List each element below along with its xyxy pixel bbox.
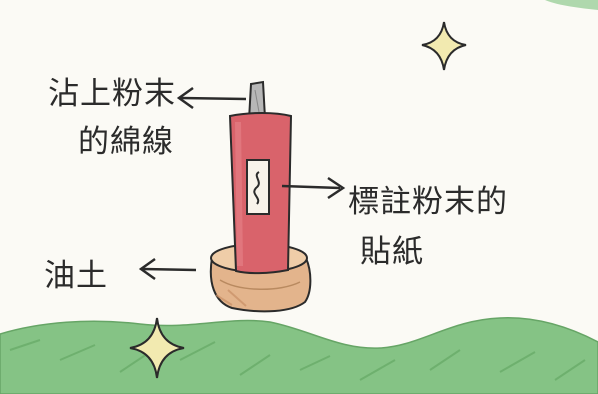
- thread-label-line2: 的綿線: [78, 124, 174, 160]
- thread-label-line1: 沾上粉末: [48, 76, 176, 112]
- clay-label: 油土: [44, 258, 108, 294]
- arrow-left-icon: [138, 257, 197, 281]
- green-hills: [0, 317, 598, 394]
- sticker-label-line1: 標註粉末的: [348, 184, 508, 220]
- arrow-right-icon: [281, 176, 346, 200]
- sparkle-icon: [421, 21, 467, 71]
- sparkle-icon: [129, 317, 185, 379]
- arrow-left-icon: [176, 86, 247, 110]
- hills-texture: [9, 339, 586, 381]
- powder-sticker: [246, 159, 270, 215]
- corner-foliage: [545, 0, 598, 10]
- cotton-thread: [247, 80, 267, 122]
- sticker-label-line2: 貼紙: [360, 234, 424, 270]
